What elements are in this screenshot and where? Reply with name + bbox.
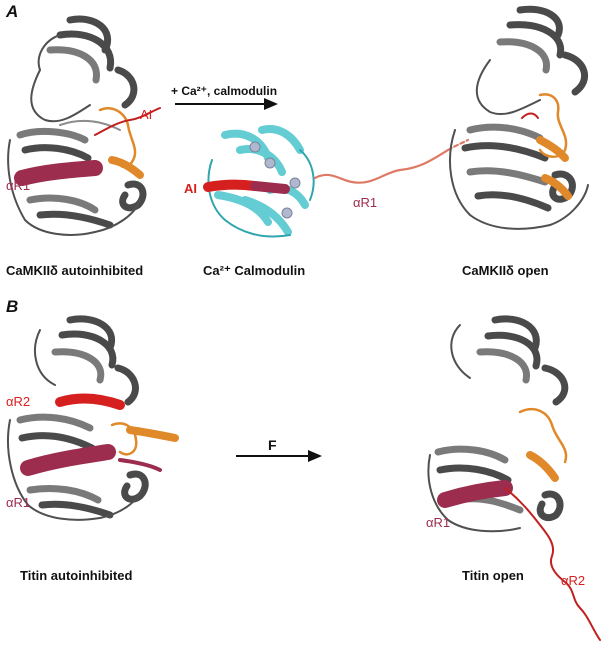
titin-open-r1-label: αR1 [426, 515, 450, 530]
titin-open-r1-helix [445, 488, 505, 500]
titin-open-n-lobe [451, 319, 565, 402]
titin-open-r2-label: αR2 [561, 573, 585, 588]
titin-open-orange-helix [530, 455, 555, 478]
titin-open-caption: Titin open [462, 568, 524, 583]
